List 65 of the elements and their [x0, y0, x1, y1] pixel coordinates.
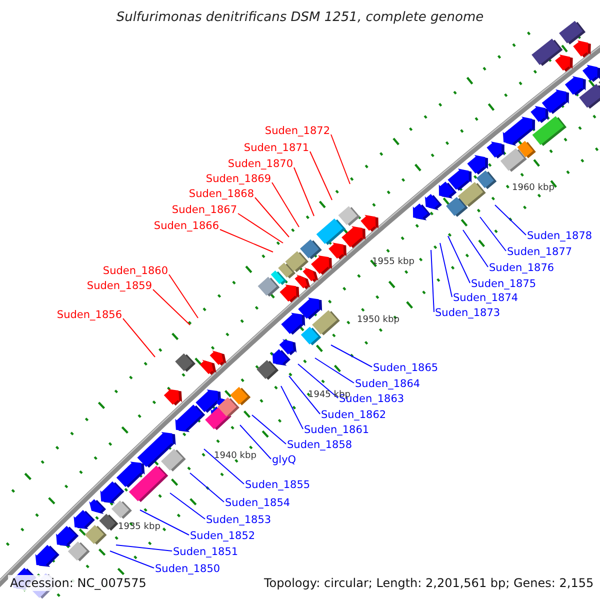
gene-label: Suden_1871 — [244, 143, 309, 154]
leader-line — [480, 216, 506, 252]
leader-line — [298, 364, 338, 398]
gene-label: Suden_1864 — [355, 379, 420, 390]
scale-label: 1940 kbp — [214, 452, 256, 461]
scale-label: 1935 kbp — [118, 523, 160, 532]
gene-label: Suden_1865 — [373, 363, 438, 374]
gene-label: Suden_1850 — [155, 564, 220, 574]
gene-label: Suden_1851 — [173, 547, 238, 558]
title: Sulfurimonas denitrificans DSM 1251, complete genome — [115, 11, 485, 24]
leader-line — [462, 230, 488, 268]
leader-line — [430, 250, 434, 312]
leader-line — [110, 550, 154, 568]
gene-label: Suden_1861 — [304, 425, 370, 436]
scale-label: 1955 kbp — [372, 258, 414, 267]
gene-label: Suden_1878 — [527, 231, 592, 242]
gene-label: Suden_1852 — [190, 531, 256, 542]
gene-label: Suden_1869 — [206, 174, 271, 184]
gene-label: Suden_1855 — [245, 480, 310, 490]
leader-line — [330, 344, 372, 368]
genome-info-text: Topology: circular; Length: 2,201,561 bp; Genes: 2,155 — [262, 575, 596, 591]
gene-label: Suden_1868 — [188, 189, 254, 200]
gene-label: Suden_1867 — [172, 205, 237, 216]
gene-label: Suden_1877 — [507, 247, 572, 258]
leader-line — [448, 236, 470, 284]
gene-label: Suden_1859 — [86, 281, 152, 292]
gene-label: Suden_1872 — [264, 126, 330, 136]
leader-line — [168, 274, 198, 318]
leader-line — [204, 448, 244, 484]
leader-line — [240, 424, 272, 460]
leader-line — [220, 229, 274, 252]
gene-label: Suden_1873 — [435, 308, 500, 318]
accession-label: Accession: NC_007575 — [8, 575, 148, 591]
leader-line — [170, 492, 206, 520]
scale-label: 1950 kbp — [357, 316, 400, 325]
leader-line — [122, 318, 156, 358]
gene-label: Suden_1854 — [225, 498, 290, 508]
leader-line — [140, 510, 190, 536]
gene-label: Suden_1862 — [321, 410, 386, 420]
leader-line — [152, 289, 190, 326]
scale-label: 1960 kbp — [512, 184, 554, 193]
leader-line — [116, 544, 172, 552]
leader-line — [294, 167, 314, 216]
leader-line — [330, 134, 350, 184]
leader-line — [314, 358, 354, 384]
gene-label: Suden_1870 — [228, 159, 293, 170]
leader-line — [310, 151, 332, 200]
leader-line — [272, 182, 300, 228]
gene-label: Suden_1874 — [453, 293, 518, 304]
leader-line — [440, 242, 452, 298]
gene-label: Suden_1858 — [287, 440, 352, 450]
gene-label: Suden_1853 — [206, 515, 272, 526]
leader-line — [190, 472, 224, 502]
gene-label: Suden_1866 — [154, 221, 219, 232]
leader-line — [254, 197, 290, 238]
gene-label: Suden_1860 — [102, 266, 168, 276]
gene-label: glyQ — [272, 455, 296, 466]
gene-label: Suden_1876 — [489, 263, 554, 274]
leader-line — [494, 204, 526, 236]
leader-line — [238, 213, 284, 244]
leader-line — [280, 386, 304, 430]
gene-label: Suden_1856 — [56, 310, 122, 320]
gene-label: Suden_1875 — [471, 279, 536, 290]
leader-line — [288, 376, 320, 414]
leader-line — [252, 414, 286, 444]
